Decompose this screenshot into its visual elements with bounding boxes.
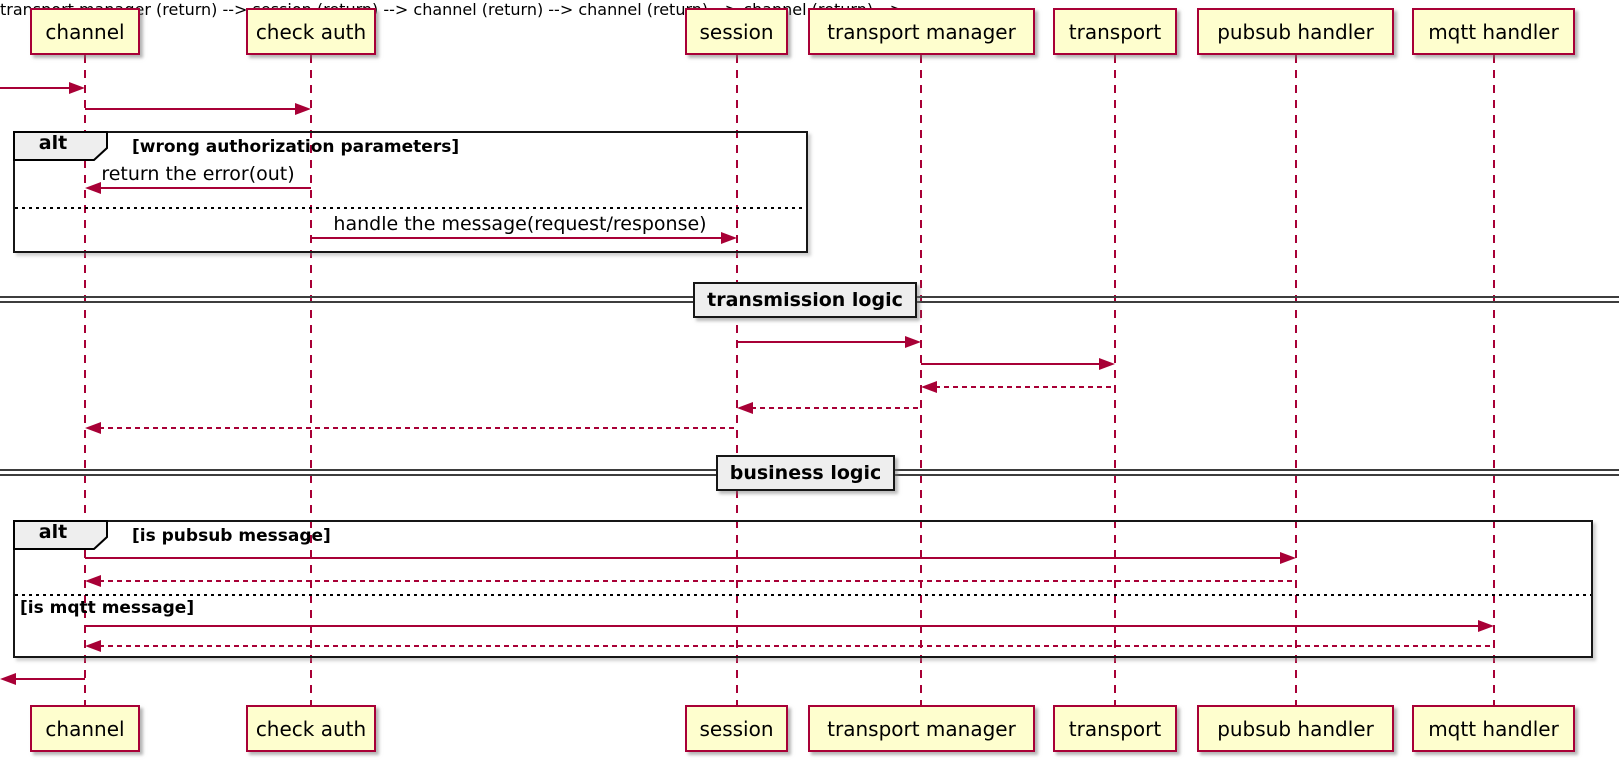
lifeline-transport-manager [920,55,922,705]
alt-tag-pentagon-icon [13,131,108,161]
participant-bottom-channel: channel [30,705,140,752]
message-line-mqtt-return [99,645,1494,647]
lifeline-pubsub-handler [1295,55,1297,705]
divider-transmission-logic: transmission logic [693,282,917,318]
alt-else-separator [15,207,806,209]
arrowhead [721,232,737,244]
message-line-handle-message [311,237,723,239]
arrowhead [69,82,85,94]
message-line-session-return [99,427,737,429]
participant-top-transport-manager: transport manager [808,8,1035,55]
message-line-out [14,678,85,680]
arrowhead [921,381,937,393]
alt-condition-pubsub: [is pubsub message] [132,526,331,546]
lifeline-mqtt-handler [1493,55,1495,705]
arrowhead [1280,552,1296,564]
alt-fragment-tag: alt [13,520,109,551]
alt-keyword: alt [38,521,68,543]
alt-fragment-tag: alt [13,131,109,162]
alt-frame-auth: alt [wrong authorization parameters] [13,131,808,253]
participant-top-pubsub-handler: pubsub handler [1197,8,1394,55]
arrowhead [85,575,101,587]
arrowhead [0,673,16,685]
message-label-return-error: return the error(out) [101,163,295,185]
message-line-transport-return [935,386,1115,388]
alt-condition-auth: [wrong authorization parameters] [132,137,460,157]
message-label-handle-message: handle the message(request/response) [333,213,707,235]
message-line-in [0,87,71,89]
divider-business-logic: business logic [716,455,895,491]
message-line-tm-return [751,407,921,409]
participant-bottom-pubsub-handler: pubsub handler [1197,705,1394,752]
alt-condition-mqtt: [is mqtt message] [20,598,195,618]
message-line-session-to-tm [737,341,907,343]
lifeline-session [736,55,738,705]
participant-top-mqtt-handler: mqtt handler [1412,8,1575,55]
arrowhead [737,402,753,414]
lifeline-check-auth [310,55,312,705]
alt-tag-pentagon-icon [13,520,108,550]
participant-top-check-auth: check auth [246,8,376,55]
message-line-auth-request [85,108,297,110]
lifeline-transport [1114,55,1116,705]
arrowhead [1099,358,1115,370]
participant-bottom-session: session [685,705,788,752]
alt-else-separator [15,594,1591,596]
alt-frame-routing: alt [is pubsub message] [is mqtt message… [13,520,1593,658]
participant-top-transport: transport [1053,8,1177,55]
arrowhead [85,422,101,434]
participant-top-session: session [685,8,788,55]
arrowhead [85,182,101,194]
arrowhead [85,640,101,652]
participant-bottom-transport-manager: transport manager [808,705,1035,752]
participant-bottom-check-auth: check auth [246,705,376,752]
participant-bottom-mqtt-handler: mqtt handler [1412,705,1575,752]
arrowhead [905,336,921,348]
message-line-pubsub-return [99,580,1296,582]
message-line-to-pubsub [85,557,1282,559]
alt-keyword: alt [38,132,68,154]
message-line-tm-to-transport [921,363,1101,365]
message-line-return-error [99,187,311,189]
arrowhead [295,103,311,115]
participant-top-channel: channel [30,8,140,55]
message-line-to-mqtt [85,625,1480,627]
lifeline-channel [84,55,86,705]
participant-bottom-transport: transport [1053,705,1177,752]
arrowhead [1478,620,1494,632]
